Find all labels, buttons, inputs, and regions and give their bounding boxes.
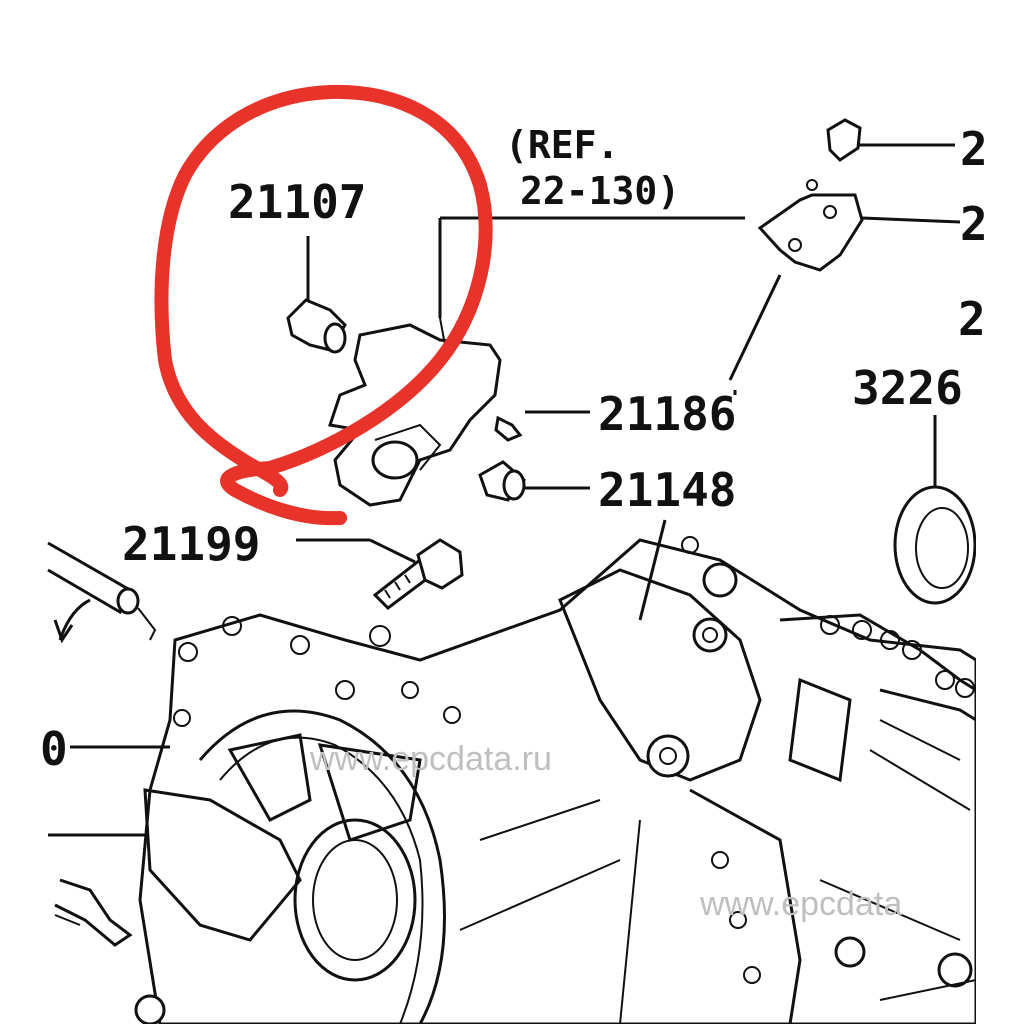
- part-21107-cap: [286, 298, 347, 354]
- leader-21199-b: [369, 538, 416, 564]
- callout-21199: 21199: [122, 517, 260, 571]
- callout-bracket-partial: 2: [960, 197, 988, 251]
- callout-right-partial: 2: [958, 292, 986, 346]
- callout-left-partial: 0: [40, 722, 68, 776]
- watermark-1: www.epcdata.ru: [309, 740, 552, 778]
- ref-note-line1: (REF.: [505, 123, 619, 167]
- callout-3226: 3226: [852, 361, 963, 415]
- ref-note-line2: 22-130): [520, 169, 680, 213]
- callout-top-right-partial: 2: [960, 122, 988, 176]
- part-21186-pin: [494, 415, 523, 442]
- transmission-housing: [48, 536, 978, 1024]
- oil-seal: [893, 485, 977, 605]
- bolt-top-right: [826, 118, 862, 162]
- part-21199-bolt: [372, 538, 464, 610]
- red-highlight-circle: [154, 84, 493, 526]
- leader-21148-down: [638, 519, 667, 621]
- callout-21107: 21107: [228, 175, 366, 229]
- watermark-2: www.epcdata: [699, 885, 902, 923]
- part-21148-bushing: [478, 460, 527, 502]
- leader-bracket: [861, 216, 961, 224]
- leader-bracket-down: [728, 274, 782, 381]
- callout-21186: 21186: [598, 387, 736, 441]
- shift-rod: [47, 541, 157, 644]
- solenoid-assembly: [328, 317, 502, 507]
- bracket: [757, 179, 864, 272]
- callout-21148: 21148: [598, 463, 736, 517]
